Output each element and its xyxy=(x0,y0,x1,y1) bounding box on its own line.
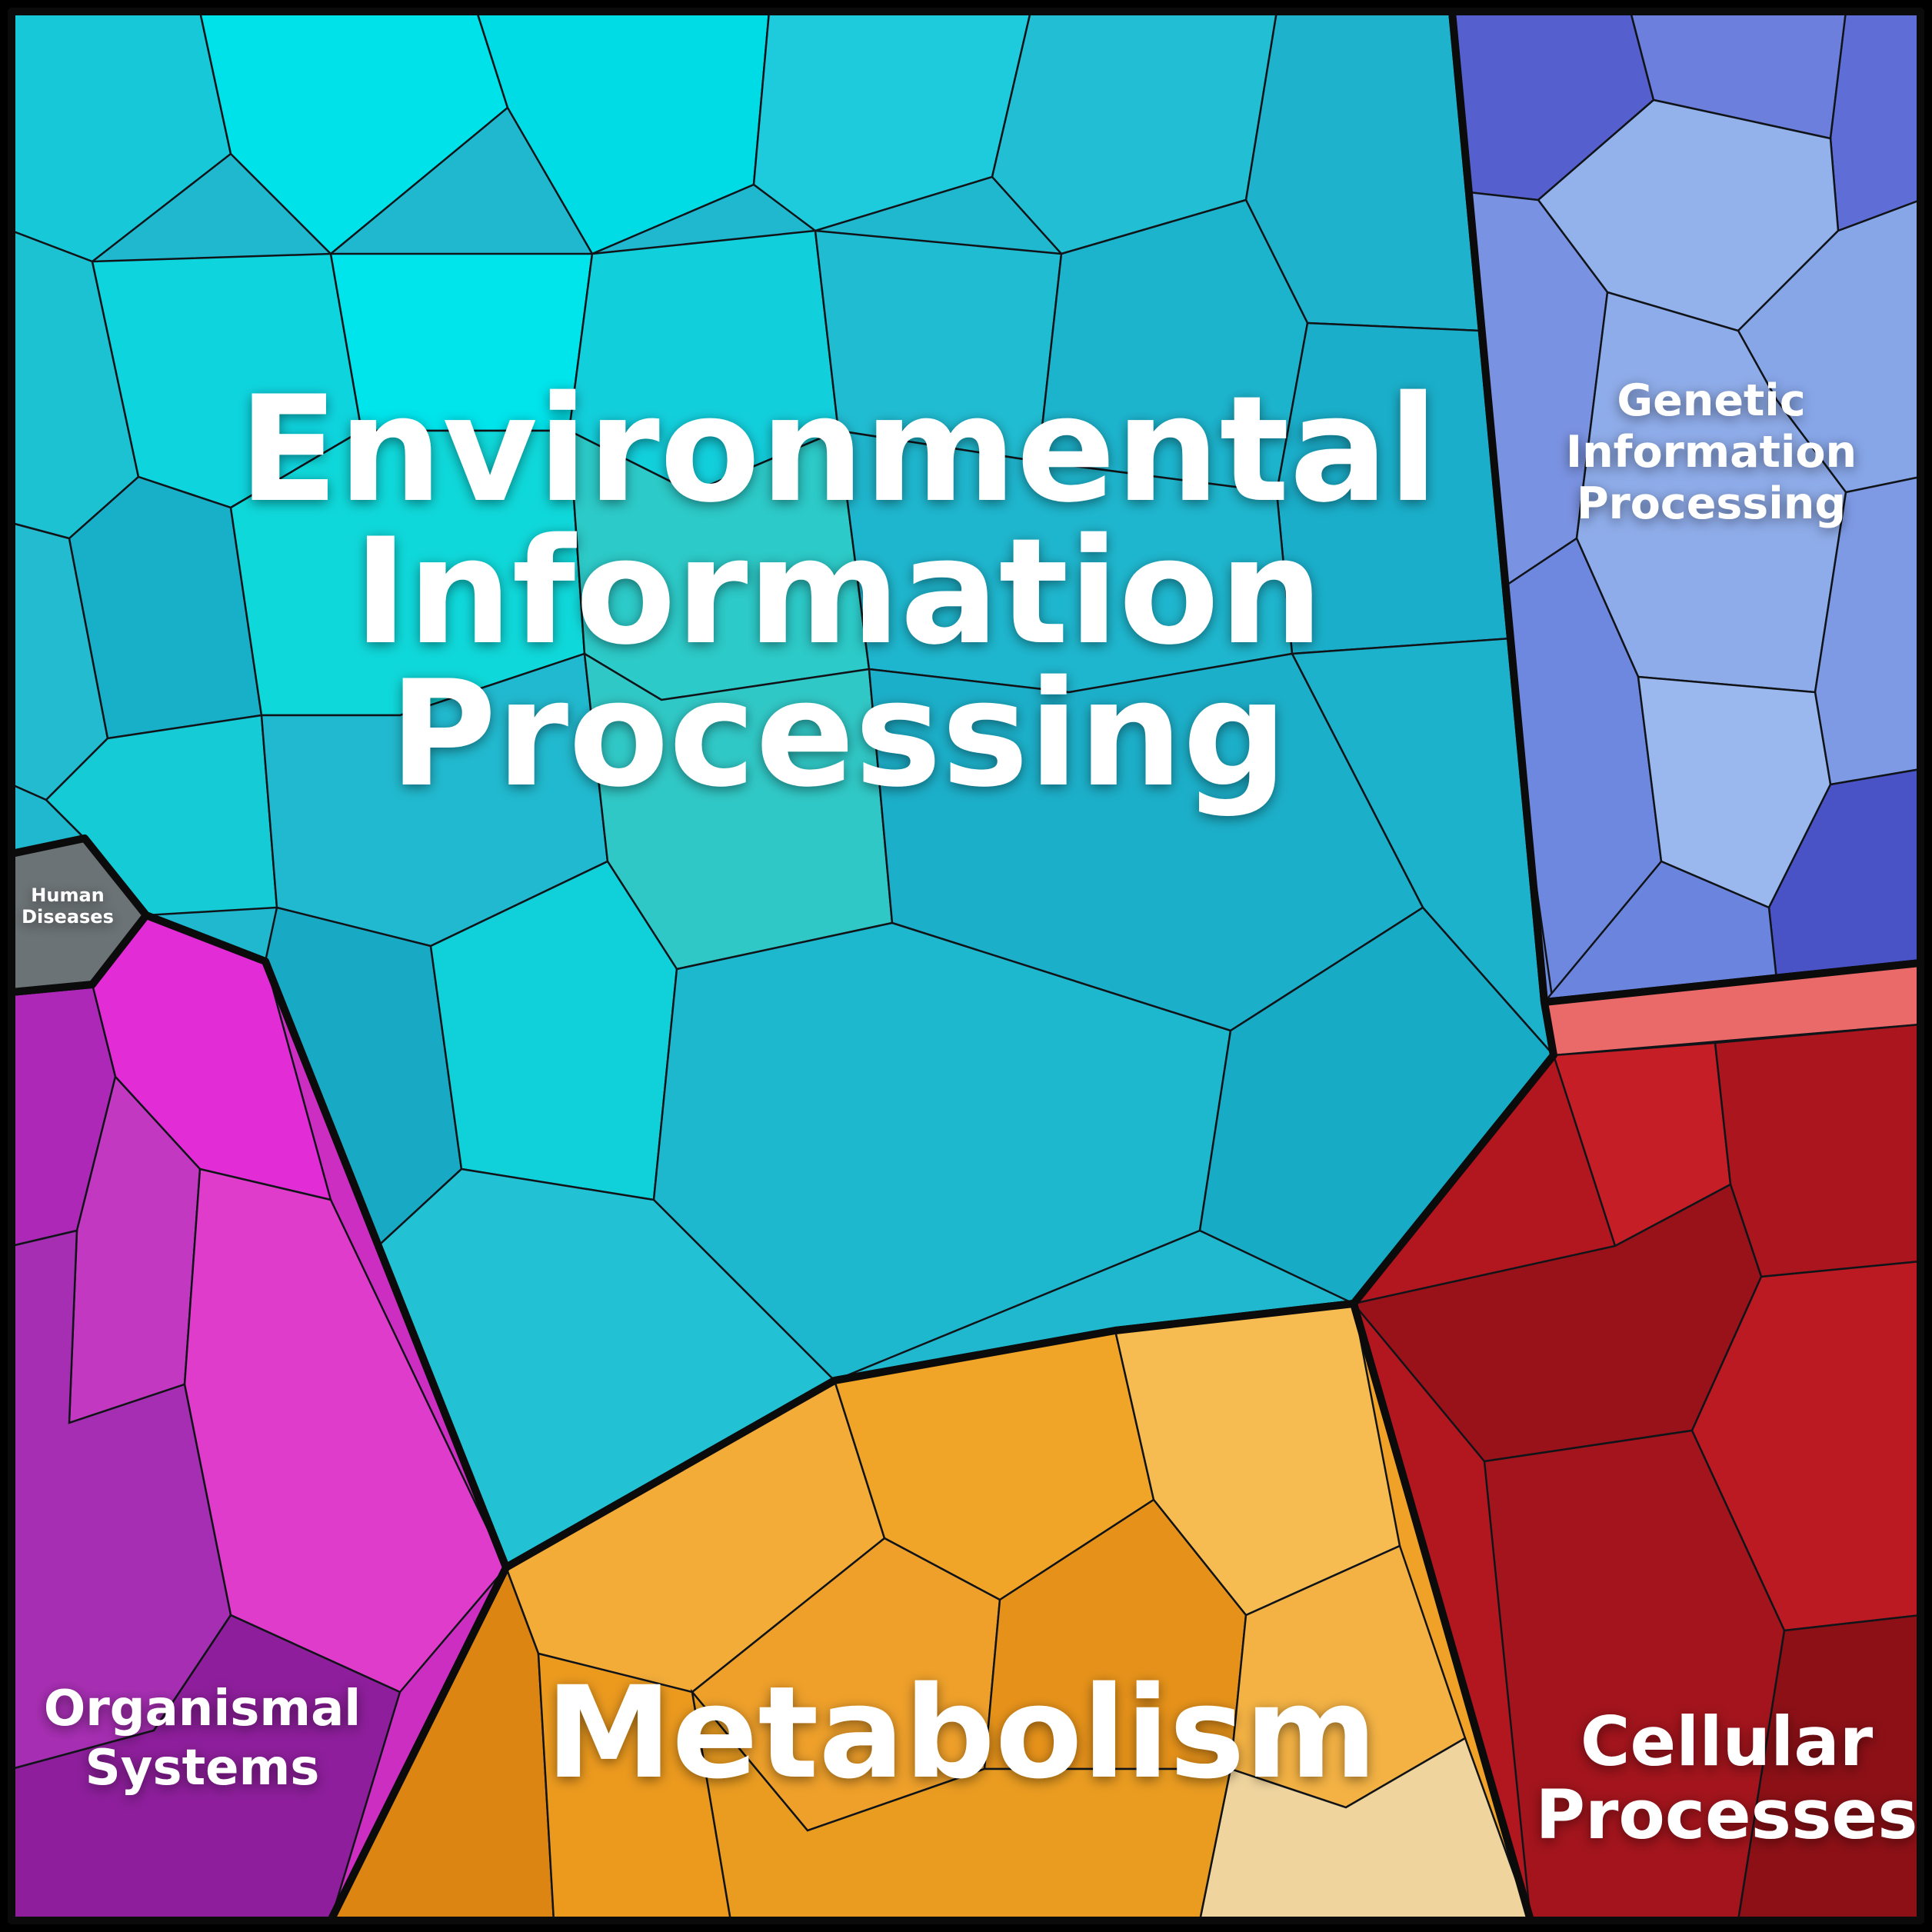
gip-label-line-3: Processing xyxy=(1577,478,1846,529)
gip-label-line-1: Genetic xyxy=(1617,375,1805,426)
region-cellular xyxy=(1350,959,1924,1924)
gip-subcell xyxy=(1829,10,1922,232)
region-metabolism xyxy=(327,1300,1534,1924)
region-human-diseases xyxy=(8,834,150,996)
eip-label-line-3: Processing xyxy=(389,649,1287,819)
labels: Environmental Information Processing Gen… xyxy=(22,365,1917,1854)
human-diseases-outline xyxy=(8,834,150,996)
region-organismal xyxy=(8,911,510,1924)
cellular-label-line-2: Processes xyxy=(1535,1775,1917,1854)
human-diseases-label-line-2: Diseases xyxy=(22,906,114,928)
organismal-label-line-2: Systems xyxy=(85,1740,320,1797)
eip-label-line-1: Environmental xyxy=(238,365,1438,535)
metabolism-label: Metabolism xyxy=(545,1659,1377,1807)
region-gip xyxy=(1448,8,1924,1011)
organismal-label-line-1: Organismal xyxy=(44,1681,361,1737)
cellular-label-line-1: Cellular xyxy=(1581,1702,1874,1781)
gip-label-line-2: Information xyxy=(1566,427,1857,478)
region-eip xyxy=(8,8,1557,1571)
eip-label-line-2: Information xyxy=(354,507,1324,677)
human-diseases-label-line-1: Human xyxy=(31,884,104,906)
